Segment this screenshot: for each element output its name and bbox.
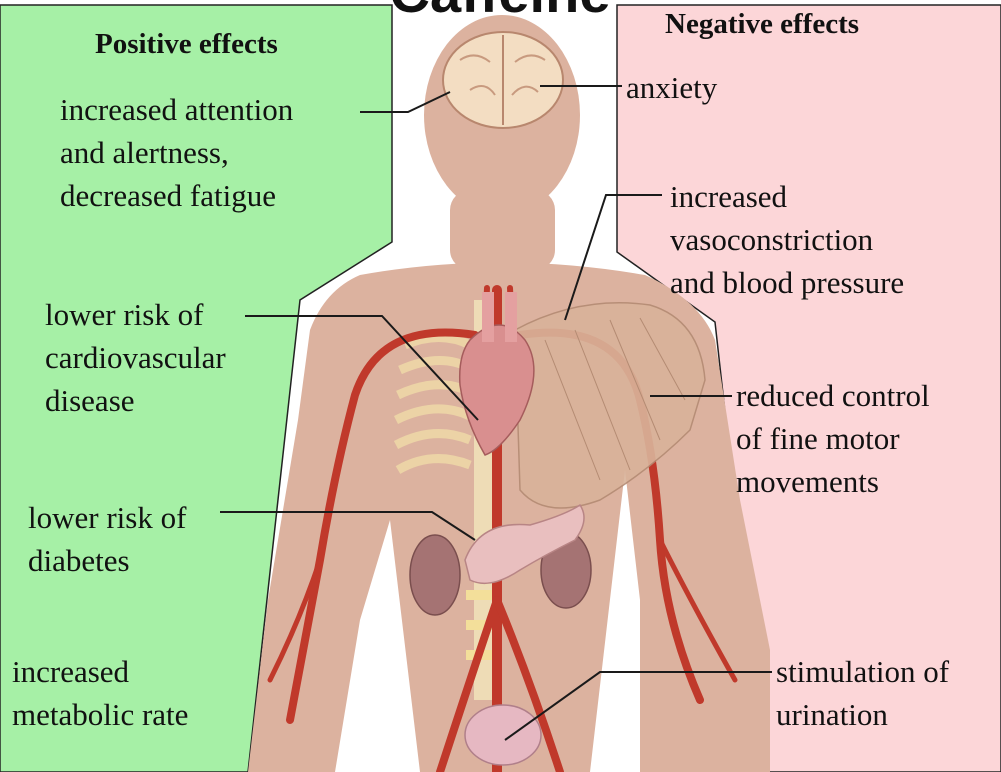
brain-icon [443, 32, 563, 128]
label-diabetes: lower risk of diabetes [28, 496, 186, 582]
label-cardiovascular: lower risk of cardiovascular disease [45, 293, 226, 422]
bladder-icon [465, 705, 541, 765]
label-vasoconstriction: increased vasoconstriction and blood pre… [670, 175, 904, 304]
negative-effects-heading: Negative effects [665, 8, 859, 41]
label-anxiety: anxiety [626, 66, 717, 109]
label-attention: increased attention and alertness, decre… [60, 88, 293, 217]
positive-effects-heading: Positive effects [95, 28, 278, 61]
diagram-title: Caffeine [390, 0, 611, 25]
label-metabolic-rate: increased metabolic rate [12, 650, 188, 736]
label-urination: stimulation of urination [776, 650, 949, 736]
label-fine-motor: reduced control of fine motor movements [736, 374, 930, 503]
